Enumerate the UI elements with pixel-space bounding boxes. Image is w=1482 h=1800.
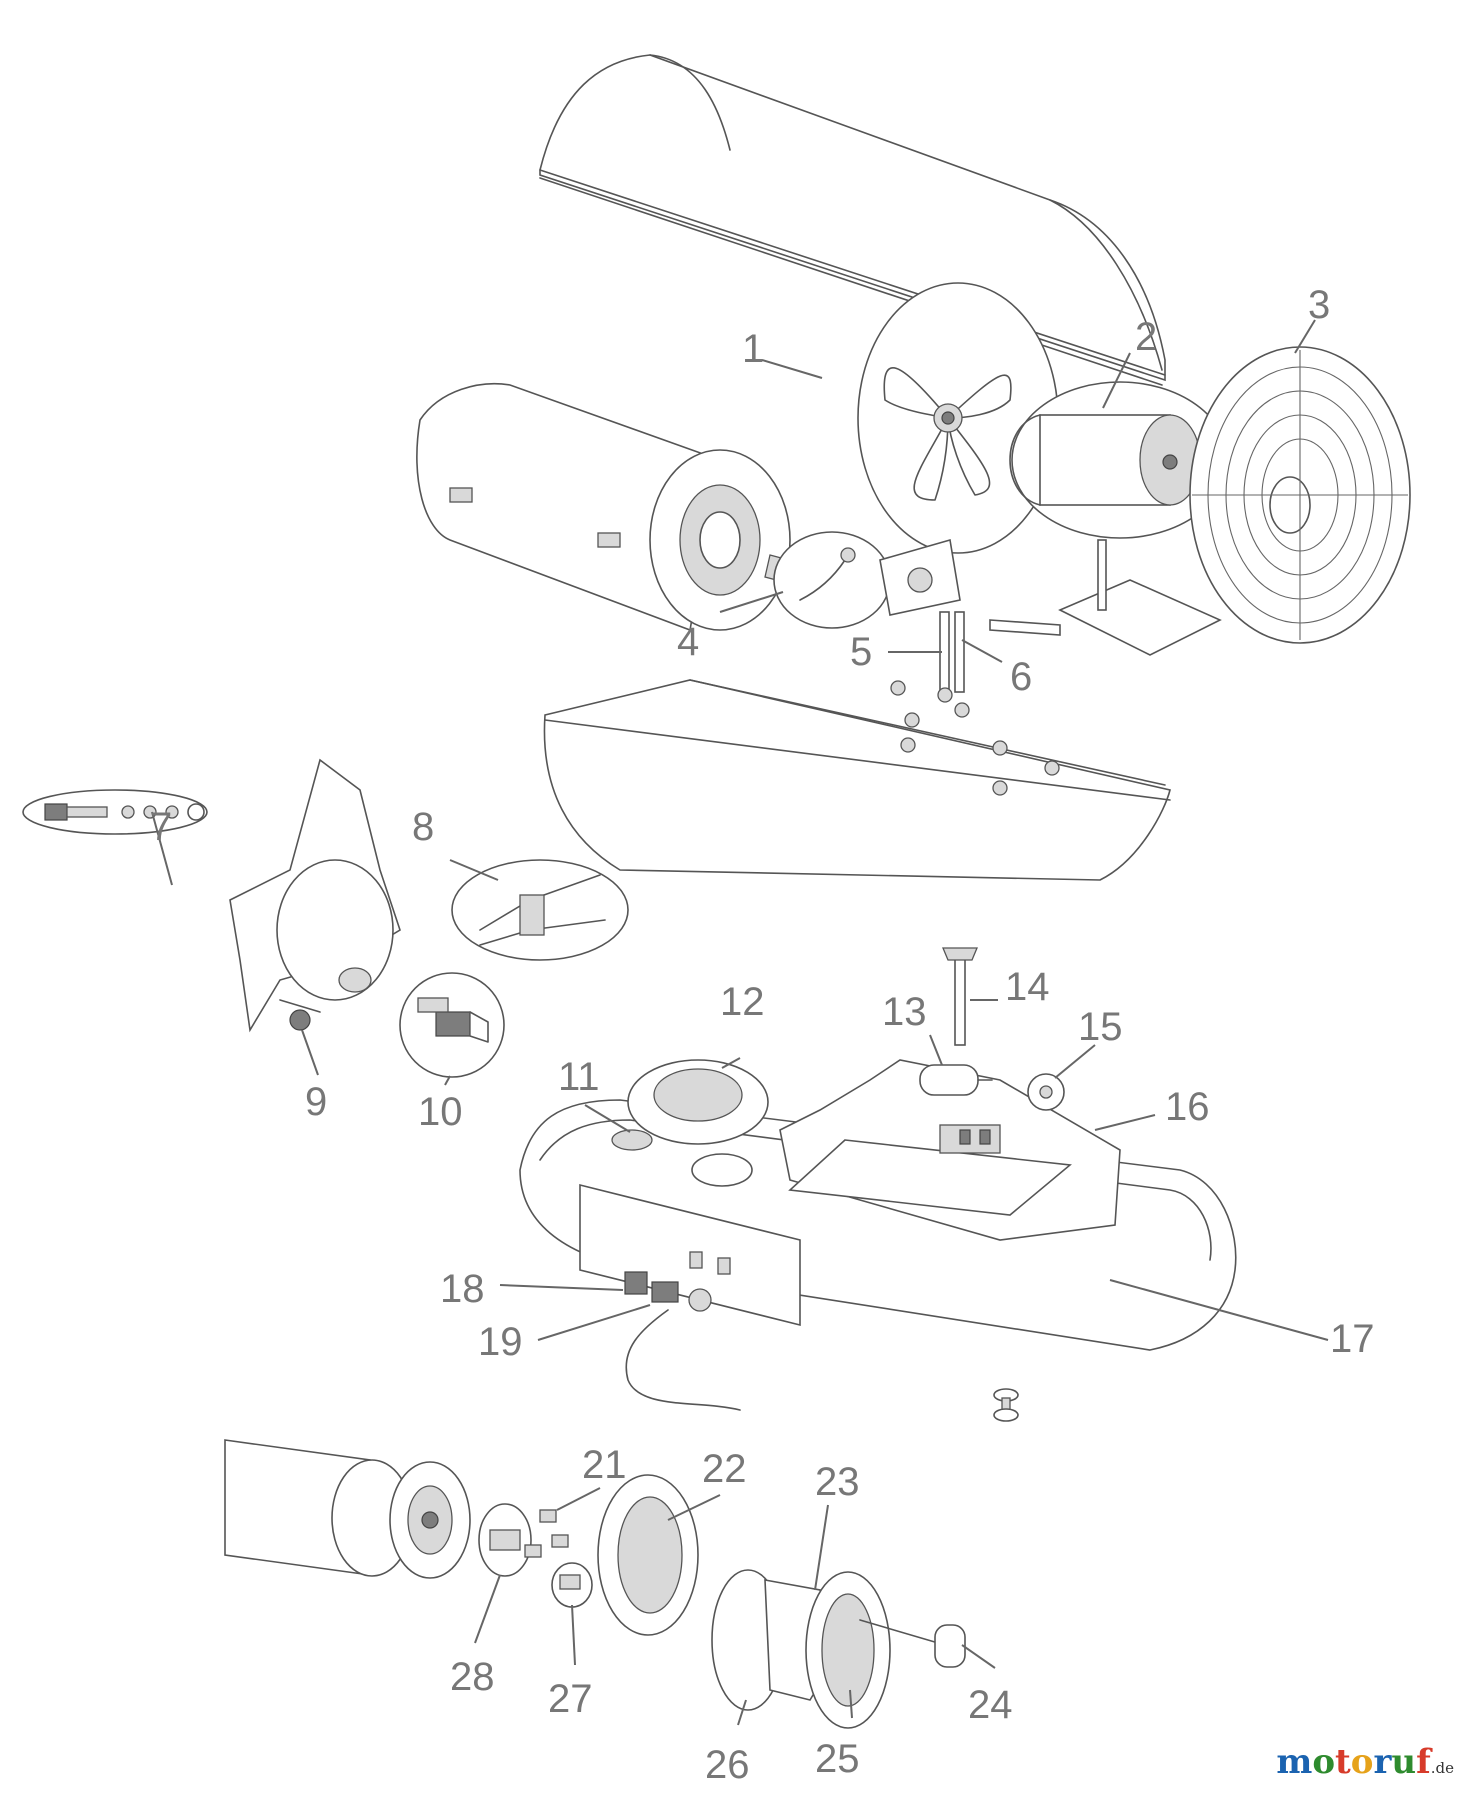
part-label-27: 27 [548,1677,593,1721]
part-label-1: 1 [742,327,764,371]
pump-motor [224,1439,471,1579]
leader-lines [151,319,1329,1726]
nut [1027,1073,1065,1111]
motor-bracket [939,539,1222,693]
part-labels: 1 2 3 4 5 6 7 8 9 10 11 12 13 14 15 16 1… [150,283,1375,1787]
electrodes [451,859,629,961]
part-label-6: 6 [1010,655,1032,699]
part-label-25: 25 [815,1737,860,1781]
tank-cap [627,1059,769,1145]
part-label-11: 11 [558,1055,600,1099]
part-label-14: 14 [1005,965,1050,1009]
part-label-5: 5 [850,630,872,674]
part-label-3: 3 [1308,283,1330,327]
fan-blade [857,282,1059,554]
solenoid-valve [399,972,505,1078]
part-label-16: 16 [1165,1085,1210,1129]
part-label-22: 22 [702,1447,747,1491]
part-label-24: 24 [968,1683,1013,1727]
fan-guard [1189,346,1411,644]
bottom-shell [543,679,1171,881]
part-label-2: 2 [1135,315,1157,359]
part-label-17: 17 [1330,1317,1375,1361]
watermark-brand: motoruf [1276,1742,1431,1782]
part-label-7: 7 [150,805,172,849]
capacitor [919,947,993,1096]
watermark-suffix: .de [1430,1759,1454,1777]
part-label-9: 9 [305,1080,327,1124]
part-label-4: 4 [677,620,699,664]
pump-cover-group [711,1569,966,1729]
watermark-logo: motoruf.de [1276,1742,1454,1782]
front-panel [579,1183,801,1411]
part-label-26: 26 [705,1743,750,1787]
rubber-grommets [890,680,1060,796]
part-label-15: 15 [1078,1005,1123,1049]
combustion-chamber [416,382,801,632]
part-label-10: 10 [418,1090,463,1134]
motor [1009,381,1229,539]
mounting-bolt [993,1388,1019,1422]
part-label-23: 23 [815,1460,860,1504]
nozzle-assembly [22,789,208,835]
part-label-21: 21 [582,1443,627,1487]
burner-head [229,758,401,1033]
part-label-13: 13 [882,990,927,1034]
part-label-8: 8 [412,805,434,849]
part-label-28: 28 [450,1655,495,1699]
pump-housing [551,1474,699,1636]
pump-rotor [478,1503,569,1577]
top-cover [539,54,1166,386]
part-label-12: 12 [720,980,765,1024]
part-label-18: 18 [440,1267,485,1311]
ignition-assembly [773,531,961,629]
part-label-19: 19 [478,1320,523,1364]
